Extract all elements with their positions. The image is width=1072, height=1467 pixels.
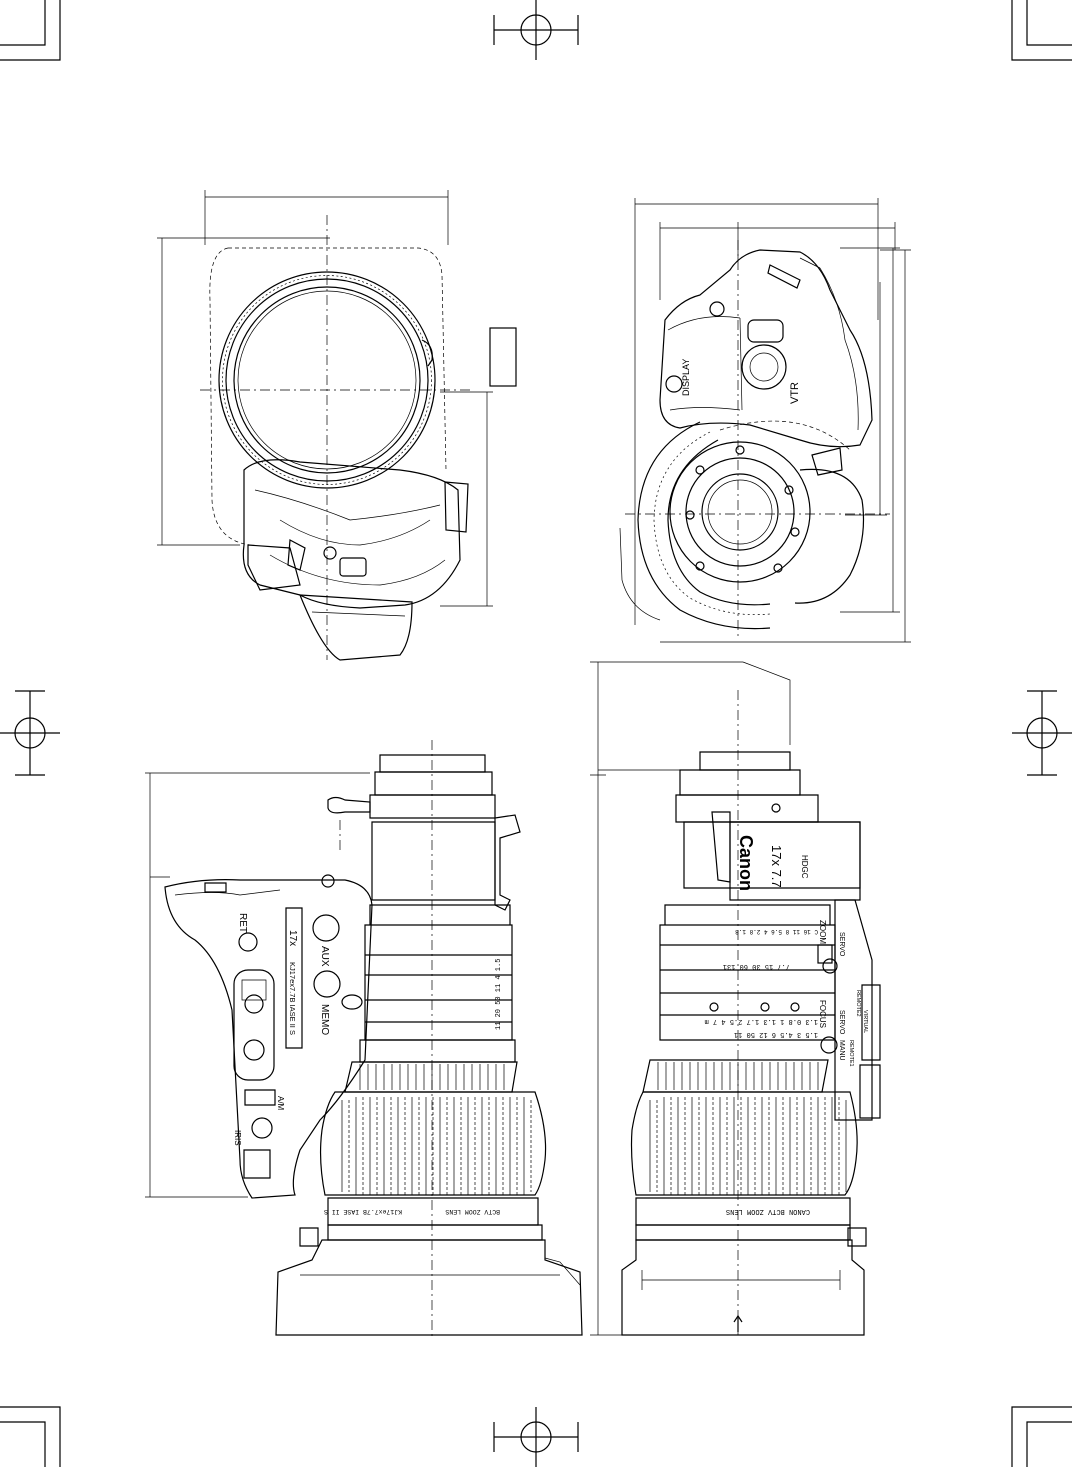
left-barrel-text: KJ17ex7.7B IASE II S	[324, 1208, 402, 1215]
right-iris-scale: C 16 11 8 5.6 4 2.8 1.8	[735, 928, 818, 935]
grip-label-ret: RET	[237, 913, 248, 933]
rear-label-display: DISPLAY	[681, 359, 691, 396]
grip-memo-button	[313, 970, 341, 998]
grip-zoom-rocker	[233, 969, 275, 1081]
dimension-line-width	[204, 190, 449, 245]
left-ring-text: BCTV ZOOM LENS	[445, 1208, 500, 1215]
registration-target-left	[0, 690, 60, 776]
right-remote1: REMOTE1	[848, 1040, 854, 1067]
front-outer-ring	[218, 271, 436, 489]
left-scale-focus: 11 20 50 11 4 1.5	[495, 959, 503, 1030]
right-servo: SERVO	[838, 932, 845, 957]
registration-target-right	[1012, 690, 1072, 776]
right-hdgc: HDGC	[800, 855, 809, 879]
front-hood-bottom	[299, 594, 413, 661]
grip-aux-button	[312, 914, 340, 942]
left-grip-body	[164, 879, 373, 1199]
right-zoom-label: 17x 7.7	[769, 845, 784, 888]
right-side-panel	[834, 899, 873, 1121]
front-lens-element	[233, 286, 421, 474]
right-zoom-side: ZOOM	[818, 920, 827, 944]
grip-label-am: A/M	[276, 1096, 285, 1111]
side-view-left-drawing: 17x KJ17ex7.7B IASE II S RET AUX MEMO A/…	[145, 740, 583, 1340]
right-ring-text: CANON BCTV ZOOM LENS	[726, 1207, 810, 1215]
dimension-line-right	[440, 391, 493, 607]
grip-label-iris: IRIS	[233, 1130, 242, 1146]
right-focus-side: FOCUS	[818, 1000, 827, 1028]
right-manu: MANU	[838, 1040, 845, 1061]
dimension-line-height	[157, 237, 330, 546]
right-ribbed-ring	[630, 1091, 858, 1196]
registration-target-bottom	[493, 1407, 579, 1467]
right-servo2: SERVO	[838, 1010, 845, 1035]
right-focus-scale2: 1.5 3 4.5 6 12 50 11	[734, 1030, 818, 1038]
grip-badge-17x: 17x	[287, 930, 298, 946]
rear-mount-flange	[669, 441, 811, 583]
right-zoom-scale: 7.7 15 30 60 131	[723, 962, 790, 970]
hood-outline	[209, 247, 447, 546]
left-lens-hood	[275, 1239, 583, 1336]
right-focus-scale: 1.3 0.8 1 1.3 1.7 2.5 4 7 m	[705, 1017, 818, 1025]
registration-target-top	[493, 0, 579, 60]
right-virtual: VIRTUAL	[862, 1010, 868, 1033]
side-view-right-drawing: Canon 17x 7.7 HDGC C 16 11 8 5.6 4 2.8 1…	[590, 661, 881, 1336]
grip-model-text: KJ17ex7.7B IASE II S	[288, 962, 297, 1035]
left-ribbed-ring	[319, 1091, 547, 1196]
rear-knurled-ring	[637, 421, 771, 630]
left-mount-top	[379, 754, 486, 773]
reference-box	[489, 327, 517, 387]
left-knurled-ring	[344, 1061, 518, 1093]
right-knurled-ring	[642, 1059, 829, 1093]
right-remote2: REMOTE2	[855, 990, 861, 1017]
rear-mount-screws	[685, 445, 800, 573]
front-lower-body	[242, 459, 461, 609]
rear-label-vtr: VTR	[789, 382, 801, 404]
grip-label-aux: AUX	[319, 946, 330, 967]
grip-label-memo: MEMO	[319, 1004, 330, 1035]
right-brand: Canon	[736, 835, 756, 891]
rear-mount-opening	[701, 473, 779, 551]
grip-iris-button	[251, 1117, 273, 1139]
right-mount-top	[699, 751, 791, 771]
left-barrel-rings	[364, 904, 513, 1041]
front-view-drawing	[157, 190, 517, 661]
right-lens-hood	[621, 1239, 865, 1336]
rear-grip-housing	[659, 249, 873, 448]
grip-ret-button	[238, 932, 258, 952]
rear-view-drawing: DISPLAY VTR	[619, 198, 911, 643]
